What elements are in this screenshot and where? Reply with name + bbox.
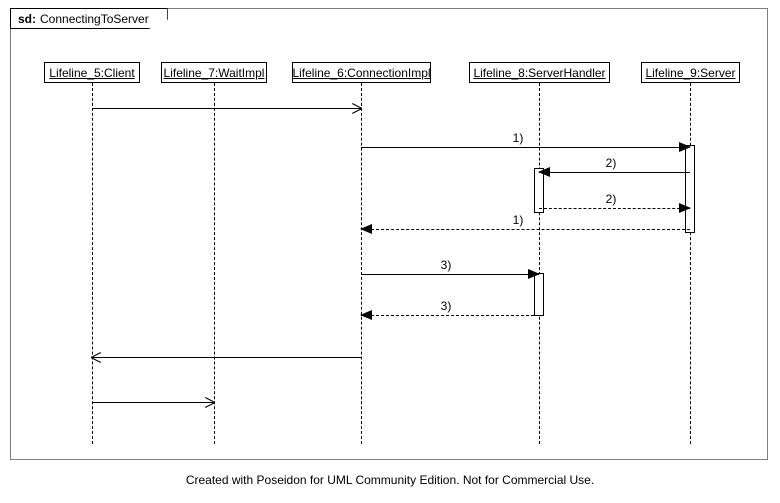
message-label-1-request: 1) (512, 131, 524, 145)
lifeline-label-client: Lifeline_5:Client (49, 65, 135, 80)
frame-kind-label: sd: (18, 11, 36, 26)
message-shaft (361, 147, 690, 148)
lifeline-label-server: Lifeline_9:Server (645, 65, 736, 80)
message-shaft (539, 208, 690, 209)
arrowhead-filled-left-icon (360, 310, 372, 320)
message-shaft (92, 108, 362, 109)
lifeline-head-serverhandler[interactable]: Lifeline_8:ServerHandler (469, 62, 610, 83)
arrowhead-open-left-icon (90, 351, 103, 363)
arrowhead-filled-left-icon (360, 224, 372, 234)
message-shaft (92, 357, 362, 358)
message-shaft (539, 172, 690, 173)
message-label-2-return: 2) (605, 192, 617, 206)
arrowhead-open-right-icon (204, 396, 216, 408)
message-label-1-return: 1) (512, 213, 524, 227)
message-label-3-return: 3) (440, 299, 452, 313)
arrowhead-filled-right-icon (679, 142, 691, 152)
lifeline-head-connectionimpl[interactable]: Lifeline_6:ConnectionImpl (292, 62, 431, 83)
arrowhead-filled-right-icon (528, 269, 540, 279)
execution-bar-serverhandler-lower (534, 273, 544, 316)
lifeline-label-waitimpl: Lifeline_7:WaitImpl (163, 65, 265, 80)
frame-name-label: ConnectingToServer (40, 11, 149, 26)
lifeline-stem-connectionimpl (361, 83, 362, 444)
arrowhead-filled-right-icon (679, 203, 691, 213)
message-label-3-request: 3) (440, 258, 452, 272)
message-shaft (92, 402, 215, 403)
lifeline-head-client[interactable]: Lifeline_5:Client (44, 62, 140, 83)
message-shaft (361, 229, 690, 230)
lifeline-head-server[interactable]: Lifeline_9:Server (641, 62, 740, 83)
message-shaft (361, 274, 539, 275)
lifeline-head-waitimpl[interactable]: Lifeline_7:WaitImpl (161, 62, 267, 83)
lifeline-label-serverhandler: Lifeline_8:ServerHandler (473, 65, 606, 80)
message-label-2-request: 2) (605, 156, 617, 170)
lifeline-stem-waitimpl (214, 83, 215, 444)
arrowhead-open-right-icon (351, 102, 363, 114)
arrowhead-filled-left-icon (538, 167, 550, 177)
lifeline-stem-server (690, 83, 691, 444)
lifeline-stem-client (92, 83, 93, 444)
execution-bar-server (685, 145, 695, 233)
interaction-frame-border (10, 8, 768, 460)
message-shaft (361, 315, 539, 316)
lifeline-label-connectionimpl: Lifeline_6:ConnectionImpl (292, 65, 431, 80)
lifeline-stem-serverhandler (539, 83, 540, 444)
interaction-frame-tab: sd: ConnectingToServer (10, 8, 168, 29)
footer-caption: Created with Poseidon for UML Community … (185, 473, 595, 487)
